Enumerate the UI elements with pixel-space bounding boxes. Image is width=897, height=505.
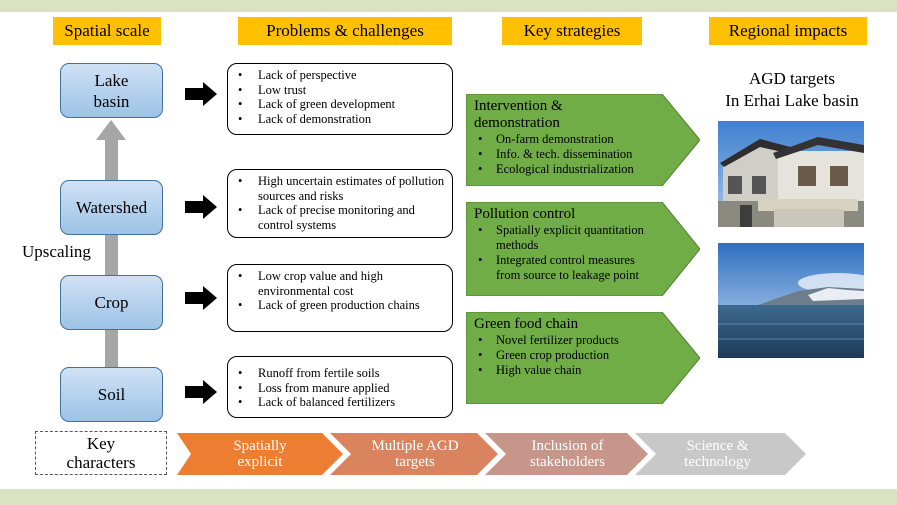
header-impacts: Regional impacts — [709, 17, 867, 45]
problems-watershed: High uncertain estimates of pollution so… — [227, 169, 453, 238]
upscaling-arrow — [96, 120, 126, 370]
problems-crop: Low crop value and high environmental co… — [227, 264, 453, 332]
list-item: High uncertain estimates of pollution so… — [236, 174, 446, 203]
scale-crop: Crop — [60, 275, 163, 330]
chevron-multiple-agd — [330, 433, 498, 475]
strategy-title: Pollution control — [474, 206, 576, 222]
list-item: Green crop production — [474, 348, 690, 363]
impacts-title-line2: In Erhai Lake basin — [725, 91, 859, 110]
list-item: Runoff from fertile soils — [236, 366, 446, 381]
chevron-label: Inclusion of stakeholders — [530, 438, 605, 470]
list-item: Lack of green production chains — [236, 298, 446, 313]
header-spatial-scale: Spatial scale — [53, 17, 161, 45]
chevron-label: Spatially explicit — [233, 438, 287, 470]
arrow-right-icon — [185, 195, 217, 219]
chevron-stakeholders — [485, 433, 648, 475]
problems-soil: Runoff from fertile soils Loss from manu… — [227, 356, 453, 418]
list-item: Low crop value and high environmental co… — [236, 269, 446, 298]
footer-band — [0, 489, 897, 505]
strategy-green-food: Green food chain Novel fertilizer produc… — [466, 312, 700, 404]
list-item: Lack of green development — [236, 97, 446, 112]
key-characters-chevrons — [177, 433, 806, 475]
problems-lake-basin: Lack of perspective Low trust Lack of gr… — [227, 63, 453, 135]
impacts-title-line1: AGD targets — [748, 69, 836, 88]
arrow-right-icon — [185, 82, 217, 106]
strategy-title: Green food chain — [474, 316, 579, 332]
chevron-label: Science & technology — [684, 438, 751, 470]
impacts-title: AGD targets In Erhai Lake basin — [714, 68, 870, 112]
list-item: Low trust — [236, 83, 446, 98]
arrow-right-icon — [185, 286, 217, 310]
scale-soil: Soil — [60, 367, 163, 422]
upscaling-label: Upscaling — [22, 242, 91, 261]
list-item: Ecological industrialization — [474, 162, 690, 177]
list-item: Lack of demonstration — [236, 112, 446, 127]
header-problems: Problems & challenges — [238, 17, 452, 45]
list-item: High value chain — [474, 363, 690, 378]
chevron-science — [635, 433, 806, 475]
building-photo — [718, 121, 864, 227]
key-characters-label: Key characters — [35, 431, 167, 475]
list-item: Lack of balanced fertilizers — [236, 395, 446, 410]
strategy-pollution: Pollution control Spatially explicit qua… — [466, 202, 700, 296]
chevron-label: Multiple AGD targets — [371, 438, 459, 470]
list-item: Info. & tech. dissemination — [474, 147, 690, 162]
strategy-intervention: Intervention & demonstration On-farm dem… — [466, 94, 700, 186]
strategy-title: Intervention & demonstration — [474, 98, 563, 131]
list-item: Integrated control measures from source … — [474, 253, 660, 283]
scale-watershed: Watershed — [60, 180, 163, 235]
list-item: Lack of perspective — [236, 68, 446, 83]
header-strategies: Key strategies — [502, 17, 642, 45]
lake-photo — [718, 243, 864, 358]
list-item: Spatially explicit quantitation methods — [474, 223, 660, 253]
list-item: On-farm demonstration — [474, 132, 690, 147]
chevron-spatially-explicit — [177, 433, 343, 475]
arrow-right-icon — [185, 380, 217, 404]
list-item: Loss from manure applied — [236, 381, 446, 396]
list-item: Lack of precise monitoring and control s… — [236, 203, 446, 232]
list-item: Novel fertilizer products — [474, 333, 690, 348]
scale-lake-basin: Lake basin — [60, 63, 163, 118]
